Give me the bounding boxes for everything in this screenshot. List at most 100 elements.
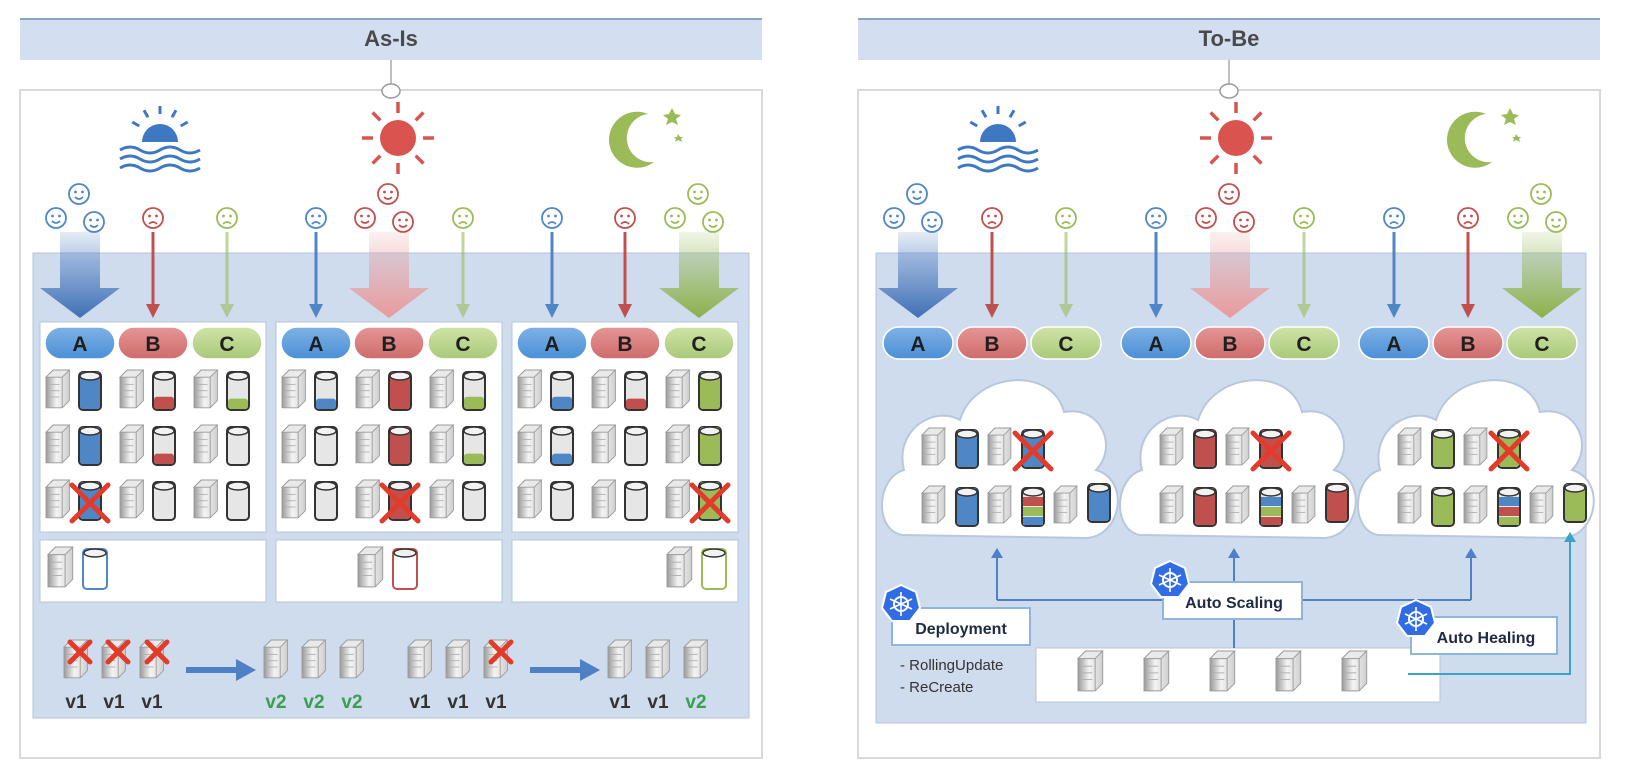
server-icon <box>1290 485 1316 524</box>
container-cylinder <box>698 426 722 466</box>
service-pill-c: C <box>1268 326 1340 360</box>
happy-user-icon <box>354 207 376 229</box>
to-be-header-bar <box>858 18 1600 60</box>
auto-scaling-label: Auto Scaling <box>1185 595 1283 612</box>
strategy-rolling-update: - RollingUpdate <box>900 657 1003 674</box>
traffic-arrow-large <box>878 232 958 318</box>
happy-user-icon <box>1195 207 1217 229</box>
container-cylinder <box>550 481 574 521</box>
version-label: v1 <box>103 692 125 713</box>
container-cylinder <box>701 548 727 590</box>
server-icon <box>516 424 543 464</box>
server-icon <box>192 424 219 464</box>
server-icon <box>516 369 543 409</box>
to-be-title: To-Be <box>1199 26 1260 51</box>
service-pill-b: B <box>956 326 1028 360</box>
service-pill-a: A <box>1120 326 1192 360</box>
server-icon <box>338 639 365 679</box>
happy-user-icon <box>83 211 105 233</box>
service-pill-a: A <box>882 326 954 360</box>
to-be-k8s-controls: Deployment - RollingUpdate - ReCreate Au… <box>880 559 1558 696</box>
server-icon <box>1158 485 1184 524</box>
container-cylinder <box>226 371 250 411</box>
container-cylinder <box>624 481 648 521</box>
sad-user-icon <box>452 207 474 229</box>
server-icon <box>590 424 617 464</box>
container-cylinder <box>624 371 648 411</box>
server-icon <box>920 485 946 524</box>
service-pill-label: B <box>381 333 396 356</box>
failed-cross-icon <box>69 482 111 524</box>
server-icon <box>1158 427 1184 466</box>
traffic-arrow-small <box>456 232 470 318</box>
as-is-header-bar <box>20 18 762 60</box>
server-icon <box>986 427 1012 466</box>
rollout-arrow-icon <box>530 659 600 681</box>
service-pill-b: B <box>117 326 189 360</box>
happy-user-icon <box>1530 183 1552 205</box>
spare-server-box <box>39 539 267 603</box>
server-icon <box>356 546 384 588</box>
service-pill-label: C <box>1534 333 1549 356</box>
server-icon <box>44 479 71 519</box>
spare-server-box <box>275 539 503 603</box>
container-cylinder <box>462 426 486 466</box>
server-icon <box>1340 650 1368 692</box>
server-icon <box>664 369 691 409</box>
server-icon <box>606 639 633 679</box>
container-cylinder <box>1488 429 1530 472</box>
happy-user-icon <box>377 183 399 205</box>
traffic-arrow-small <box>1059 232 1073 318</box>
server-icon <box>590 479 617 519</box>
happy-user-icon <box>702 211 724 233</box>
moon-icon <box>609 108 683 168</box>
version-label: v2 <box>685 692 706 713</box>
container-cylinder <box>550 371 574 411</box>
server-icon <box>118 479 145 519</box>
container-cylinder <box>1563 483 1587 523</box>
traffic-arrow-small <box>146 232 160 318</box>
container-cylinder <box>689 481 731 524</box>
sad-user-icon <box>305 207 327 229</box>
happy-user-icon <box>921 211 943 233</box>
sun-icon <box>1200 102 1272 174</box>
auto-healing-label: Auto Healing <box>1437 630 1536 647</box>
deployment-label: Deployment <box>915 621 1007 638</box>
version-label: v1 <box>647 692 669 713</box>
server-icon <box>1396 485 1422 524</box>
traffic-arrow-large <box>40 232 120 318</box>
server-icon <box>428 424 455 464</box>
happy-user-icon <box>883 207 905 229</box>
happy-user-icon <box>392 211 414 233</box>
service-pill-label: A <box>910 333 925 356</box>
service-pill-a: A <box>1358 326 1430 360</box>
container-cylinder <box>1193 487 1217 527</box>
auto-healing-k8s-icon <box>1395 598 1437 637</box>
version-label: v1 <box>485 692 507 713</box>
sad-user-icon <box>1145 207 1167 229</box>
happy-user-icon <box>1233 211 1255 233</box>
traffic-arrow-large <box>349 232 429 318</box>
server-icon <box>1274 650 1302 692</box>
failed-cross-icon <box>689 482 731 524</box>
service-pill-c: C <box>1506 326 1578 360</box>
server-icon <box>1142 650 1170 692</box>
service-pill-label: A <box>72 333 87 356</box>
container-cylinder <box>1087 483 1111 523</box>
service-pill-label: A <box>308 333 323 356</box>
service-pill-label: B <box>1222 333 1237 356</box>
version-label: v1 <box>65 692 87 713</box>
strategy-recreate: - ReCreate <box>900 679 973 696</box>
server-icon <box>1462 485 1488 524</box>
container-cylinder <box>1250 429 1292 472</box>
arrow-head-icon <box>1564 532 1576 542</box>
server-icon <box>644 639 671 679</box>
server-icon <box>280 369 307 409</box>
server-icon <box>44 424 71 464</box>
deployment-k8s-icon <box>880 583 922 622</box>
failed-cross-icon <box>379 482 421 524</box>
service-pill-label: C <box>691 333 706 356</box>
server-icon <box>986 485 1012 524</box>
